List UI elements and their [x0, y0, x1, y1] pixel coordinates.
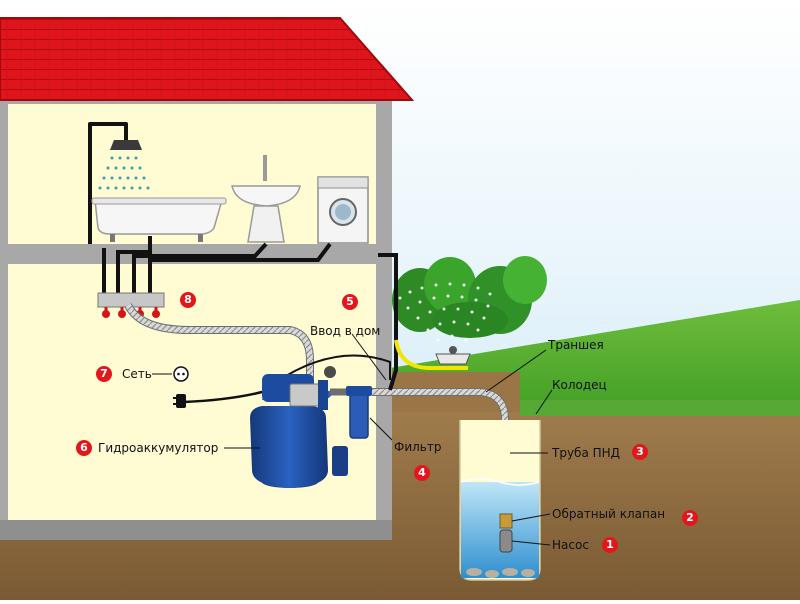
- hdpe-pipe-inner: [372, 389, 508, 520]
- leader-lines: [152, 333, 553, 546]
- label-house-entry: Ввод в дом: [310, 324, 381, 338]
- plug-icon: [173, 394, 186, 408]
- label-filter: Фильтр: [394, 440, 442, 454]
- grass-edge: [520, 400, 800, 416]
- shower-icon: [88, 122, 150, 248]
- braided-hose-inner: [125, 303, 313, 378]
- label-well: Колодец: [552, 378, 607, 392]
- supply-lines: [102, 236, 332, 295]
- label-pipe: Труба ПНД: [552, 446, 621, 460]
- sink-icon: [231, 155, 301, 243]
- bathtub-icon: [91, 197, 227, 242]
- badge-manifold: 8: [180, 292, 196, 308]
- pump-station: [250, 366, 348, 488]
- badge-house-entry: 5: [342, 294, 358, 310]
- filter-housing: [346, 386, 372, 439]
- badge-check-valve: 2: [682, 510, 698, 526]
- roof: [0, 17, 415, 101]
- sprinkler-icon: [398, 282, 492, 365]
- badge-network: 7: [96, 366, 112, 382]
- washing-machine-icon: [317, 176, 369, 244]
- label-accumulator: Гидроаккумулятор: [98, 441, 219, 455]
- garden-hose: [394, 339, 468, 370]
- well: [459, 420, 541, 581]
- check-valve: [499, 513, 513, 529]
- label-trench: Траншея: [548, 338, 604, 352]
- manifold: [97, 292, 165, 318]
- badge-accumulator: 6: [76, 440, 92, 456]
- house-entry-line: [378, 253, 398, 391]
- label-network: Сеть: [122, 367, 152, 381]
- label-check-valve: Обратный клапан: [552, 507, 666, 521]
- badge-pump: 1: [602, 537, 618, 553]
- label-pump: Насос: [552, 538, 589, 552]
- power-cable: [183, 390, 263, 404]
- badge-pipe: 3: [632, 444, 648, 460]
- badge-filter: 4: [414, 465, 430, 481]
- submersible-pump: [499, 529, 513, 553]
- socket-icon: [173, 366, 189, 382]
